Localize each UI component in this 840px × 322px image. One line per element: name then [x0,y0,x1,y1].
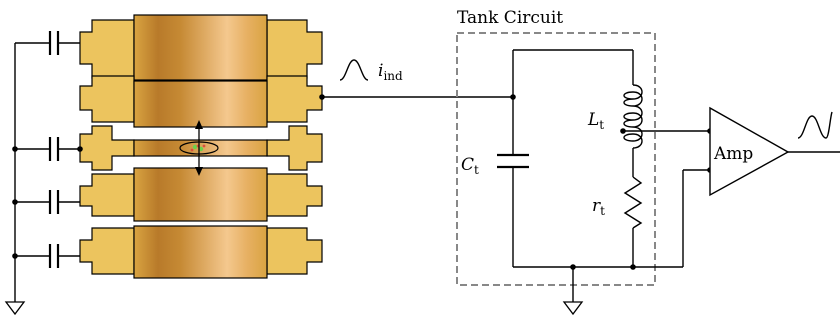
tank-inductor: Lt [587,50,643,177]
tank-capacitor: Ct [461,153,529,177]
double-arrow-icon [195,120,203,176]
tank-circuit-title: Tank Circuit [457,8,563,28]
electrode-5 [79,225,323,279]
ground-icon [4,295,26,316]
tank-circuit: Tank Circuit Ct Lt [456,8,683,316]
electrode-1 [79,14,323,81]
bypass-capacitor-4 [12,244,80,268]
bypass-capacitor-1 [15,31,80,55]
amplifier-label: Amp [713,144,753,164]
tank-circuit-box [456,32,656,286]
bypass-capacitor-3 [12,190,80,214]
ground-icon [562,267,584,316]
tank-resistor: rt [592,176,643,267]
inductor-label: Lt [587,110,604,132]
sine-wave-icon [797,111,833,139]
induced-current-label: iind [378,61,403,83]
amplifier: Amp [623,106,840,267]
amplifier-triangle [709,106,790,197]
capacitor-label: Ct [461,155,479,177]
resistor-label: rt [592,196,605,218]
electrode-4 [79,167,323,222]
sine-wave-icon [339,59,369,81]
trap-electrode-stack [79,14,323,279]
bypass-capacitor-2 [12,137,83,161]
induced-current-line: iind [319,59,513,100]
left-capacitor-bank [4,31,83,316]
electrode-2 [79,75,323,128]
